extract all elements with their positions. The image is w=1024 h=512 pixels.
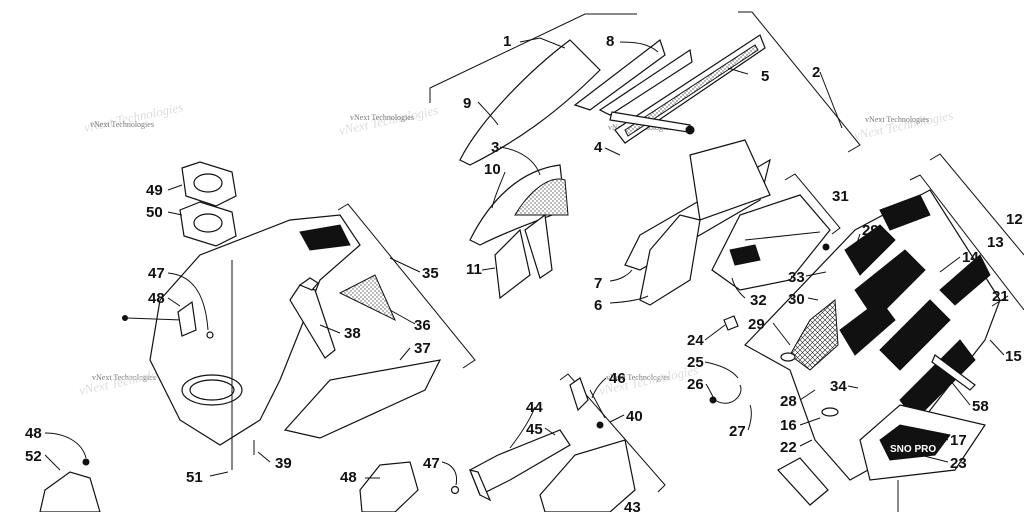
callout-35: 35	[422, 265, 439, 282]
clip-46	[569, 377, 589, 412]
callout-33: 33	[788, 269, 805, 286]
callout-4: 4	[594, 139, 603, 156]
callout-44: 44	[526, 399, 543, 416]
callout-36: 36	[414, 317, 431, 334]
callout-23: 23	[950, 455, 967, 472]
leader-lines	[44, 37, 1009, 486]
callout-6: 6	[594, 297, 602, 314]
hood-assembly	[429, 11, 861, 306]
lower-panel	[494, 228, 531, 300]
cover-52	[39, 471, 101, 512]
svg-text:SNO PRO: SNO PRO	[890, 444, 936, 455]
callout-45: 45	[526, 421, 543, 438]
callout-29-left: 29	[748, 316, 765, 333]
side-panel-43	[539, 439, 636, 512]
callout-labels: 1 2 3 4 5 6 7 8 9 10 11 12 13 14 15 16 1…	[25, 33, 1023, 512]
callout-21: 21	[992, 288, 1009, 305]
callout-17: 17	[950, 432, 967, 449]
callout-32: 32	[750, 292, 767, 309]
hood-panel-upper	[689, 139, 771, 221]
callout-47-left: 47	[148, 265, 165, 282]
rod-58	[931, 354, 976, 391]
callout-22: 22	[780, 439, 797, 456]
callout-5: 5	[761, 68, 769, 85]
nose-bracket	[524, 213, 553, 279]
callout-7: 7	[594, 275, 602, 292]
windshield-panel	[459, 39, 601, 166]
fastener-24	[723, 315, 739, 331]
callout-29-top: 29	[862, 222, 879, 239]
side-panel-6	[639, 214, 701, 306]
callout-34: 34	[830, 378, 847, 395]
callout-40: 40	[626, 408, 643, 425]
bracket-48	[359, 461, 419, 512]
panel-37	[283, 359, 442, 439]
callout-38: 38	[344, 325, 361, 342]
callout-25: 25	[687, 354, 704, 371]
callout-52: 52	[25, 448, 42, 465]
side-pod-panel	[711, 194, 831, 291]
front-nose: SNO PRO	[709, 153, 1024, 512]
watermark: vNext Technologies	[92, 373, 156, 382]
callout-15: 15	[1005, 348, 1022, 365]
callout-24: 24	[687, 332, 704, 349]
callout-1: 1	[503, 33, 511, 50]
callout-11: 11	[466, 261, 482, 278]
callout-13: 13	[987, 234, 1004, 251]
callout-14: 14	[962, 249, 979, 266]
callout-37: 37	[414, 340, 431, 357]
watermark: vNext Technologies	[90, 120, 154, 129]
watermark-bg: vNext Technologies	[853, 107, 955, 143]
belly-pan-assembly	[122, 161, 476, 470]
callout-39: 39	[275, 455, 292, 472]
trim-strip-2	[598, 48, 693, 116]
callout-10: 10	[484, 161, 501, 178]
callout-49: 49	[146, 182, 163, 199]
callout-27: 27	[729, 423, 746, 440]
callout-28: 28	[780, 393, 797, 410]
callout-43: 43	[624, 499, 641, 512]
callout-48-bottom: 48	[340, 469, 357, 486]
watermark: vNext Technologies	[865, 115, 929, 124]
callout-3: 3	[491, 139, 499, 156]
callout-30: 30	[788, 291, 805, 308]
watermark: vNext Technologies	[350, 113, 414, 122]
callout-51: 51	[186, 469, 203, 486]
callout-12: 12	[1006, 211, 1023, 228]
watermark-bg: vNext Technologies	[83, 99, 185, 135]
callout-9: 9	[463, 95, 471, 112]
callout-16: 16	[780, 417, 797, 434]
watermark: vNext Technologies	[606, 373, 670, 382]
callout-2: 2	[812, 64, 820, 81]
callout-20: 20	[963, 272, 980, 289]
panel-36	[338, 274, 397, 322]
callout-50: 50	[146, 204, 163, 221]
bumper-plate	[777, 457, 829, 506]
side-pod	[711, 173, 841, 291]
support-bracket	[289, 284, 336, 359]
callout-31: 31	[832, 188, 849, 205]
callout-48-left: 48	[148, 290, 165, 307]
lower-left-part	[39, 458, 101, 512]
callout-8: 8	[606, 33, 614, 50]
bottom-center-parts	[359, 373, 666, 512]
trim-strip	[573, 39, 666, 111]
callout-48-bottom-left: 48	[25, 425, 42, 442]
callout-26: 26	[687, 376, 704, 393]
front-mesh	[789, 299, 839, 371]
callout-46: 46	[609, 370, 626, 387]
callout-58: 58	[972, 398, 989, 415]
callout-47-bottom: 47	[423, 455, 440, 472]
